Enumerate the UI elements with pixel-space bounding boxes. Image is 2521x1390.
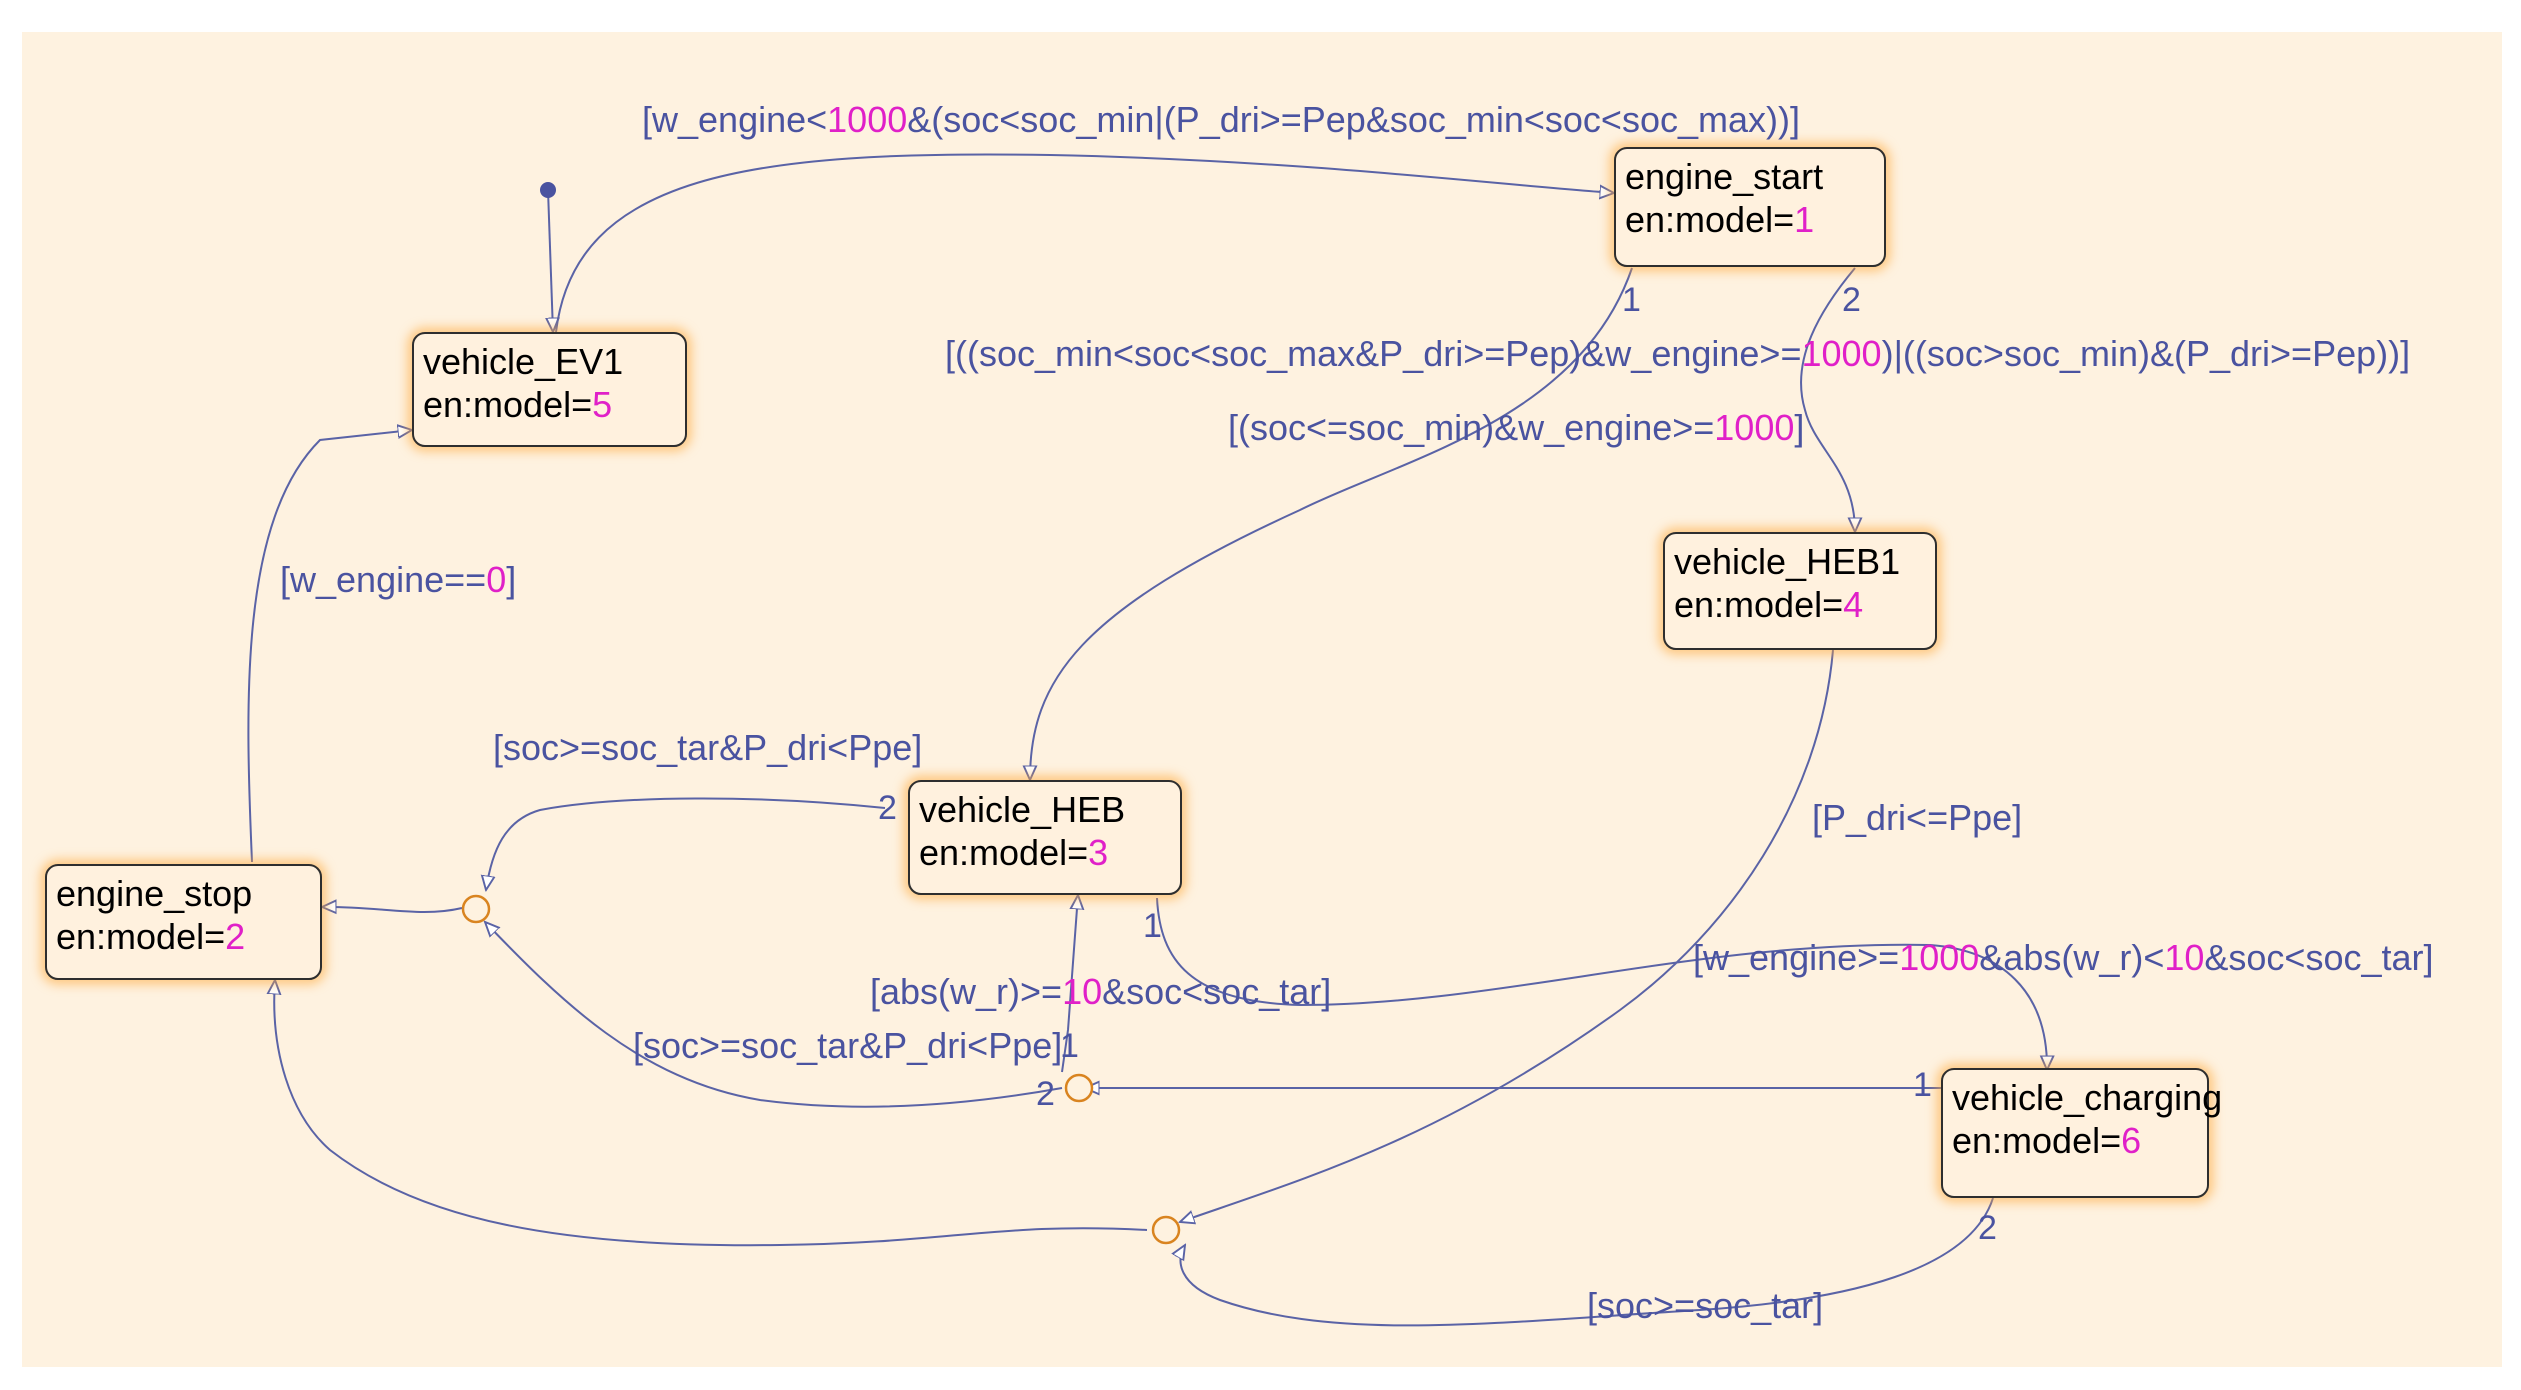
condition-charging-to-junction[interactable]: [soc>=soc_tar] xyxy=(1587,1285,1824,1326)
transition-charging-to-junctionC[interactable] xyxy=(1181,1197,1994,1327)
transition-junctionB-to-heb[interactable] xyxy=(1061,895,1078,1073)
state-entry: en:model=2 xyxy=(56,916,246,957)
state-title: vehicle_EV1 xyxy=(423,341,624,382)
priority-number: 2 xyxy=(1842,281,1861,319)
condition-heb-to-charging[interactable]: [w_engine>=1000&abs(w_r)<10&soc<soc_tar] xyxy=(1693,937,2434,978)
priority-number: 1 xyxy=(1913,1066,1932,1104)
state-title: engine_stop xyxy=(56,873,253,914)
state-entry: en:model=1 xyxy=(1625,199,1815,240)
transition-ev1-to-start[interactable] xyxy=(555,153,1614,333)
transition-heb-to-charging[interactable] xyxy=(1156,897,2047,1070)
state-engine-stop[interactable]: engine_stop en:model=2 xyxy=(45,864,322,980)
transition-junctionB-to-junctionA[interactable] xyxy=(485,922,1063,1108)
condition-heb-to-junction[interactable]: [soc>=soc_tar&P_dri<Ppe] xyxy=(493,727,923,768)
priority-number: 2 xyxy=(1978,1209,1997,1247)
transition-junctionC-to-stop[interactable] xyxy=(274,980,1148,1247)
default-transition-dot xyxy=(540,182,556,198)
condition-ev1-to-start[interactable]: [w_engine<1000&(soc<soc_min|(P_dri>=Pep&… xyxy=(642,99,1800,140)
state-engine-start[interactable]: engine_start en:model=1 xyxy=(1614,147,1886,267)
state-vehicle-heb[interactable]: vehicle_HEB en:model=3 xyxy=(908,780,1182,895)
transition-stop-to-ev1[interactable] xyxy=(247,430,412,863)
state-entry: en:model=3 xyxy=(919,832,1109,873)
condition-junction-to-junction[interactable]: [soc>=soc_tar&P_dri<Ppe] xyxy=(633,1025,1063,1066)
state-entry: en:model=6 xyxy=(1952,1120,2142,1161)
condition-junction-to-heb[interactable]: [abs(w_r)>=10&soc<soc_tar] xyxy=(870,971,1332,1012)
priority-number: 1 xyxy=(1060,1027,1079,1065)
state-title: engine_start xyxy=(1625,156,1824,197)
priority-number: 2 xyxy=(878,789,897,827)
transition-start-to-heb[interactable] xyxy=(1030,267,1633,780)
state-title: vehicle_charging xyxy=(1952,1077,2223,1118)
priority-number: 1 xyxy=(1143,907,1162,945)
condition-start-to-heb1[interactable]: [((soc_min<soc<soc_max&P_dri>=Pep)&w_eng… xyxy=(945,333,2411,374)
state-vehicle-ev1[interactable]: vehicle_EV1 en:model=5 xyxy=(412,332,687,447)
transition-junctionA-to-stop[interactable] xyxy=(322,907,463,912)
transition-heb-to-junctionA[interactable] xyxy=(486,797,886,890)
junction-b[interactable] xyxy=(1064,1073,1094,1103)
condition-start-to-heb[interactable]: [(soc<=soc_min)&w_engine>=1000] xyxy=(1228,407,1805,448)
priority-number: 2 xyxy=(1036,1075,1055,1113)
default-transition[interactable] xyxy=(548,189,553,332)
state-title: vehicle_HEB xyxy=(919,789,1126,830)
state-vehicle-heb1[interactable]: vehicle_HEB1 en:model=4 xyxy=(1663,532,1937,650)
junction-c[interactable] xyxy=(1151,1215,1181,1245)
transition-start-to-heb1[interactable] xyxy=(1800,267,1855,532)
state-vehicle-charging[interactable]: vehicle_charging en:model=6 xyxy=(1941,1068,2223,1198)
condition-heb1-to-junction[interactable]: [P_dri<=Ppe] xyxy=(1812,797,2023,838)
junction-a[interactable] xyxy=(461,894,491,924)
transition-heb1-to-junctionC[interactable] xyxy=(1180,649,1834,1222)
priority-number: 1 xyxy=(1622,281,1641,319)
state-entry: en:model=4 xyxy=(1674,584,1864,625)
state-title: vehicle_HEB1 xyxy=(1674,541,1901,582)
state-entry: en:model=5 xyxy=(423,384,613,425)
condition-stop-to-ev1[interactable]: [w_engine==0] xyxy=(280,559,517,600)
